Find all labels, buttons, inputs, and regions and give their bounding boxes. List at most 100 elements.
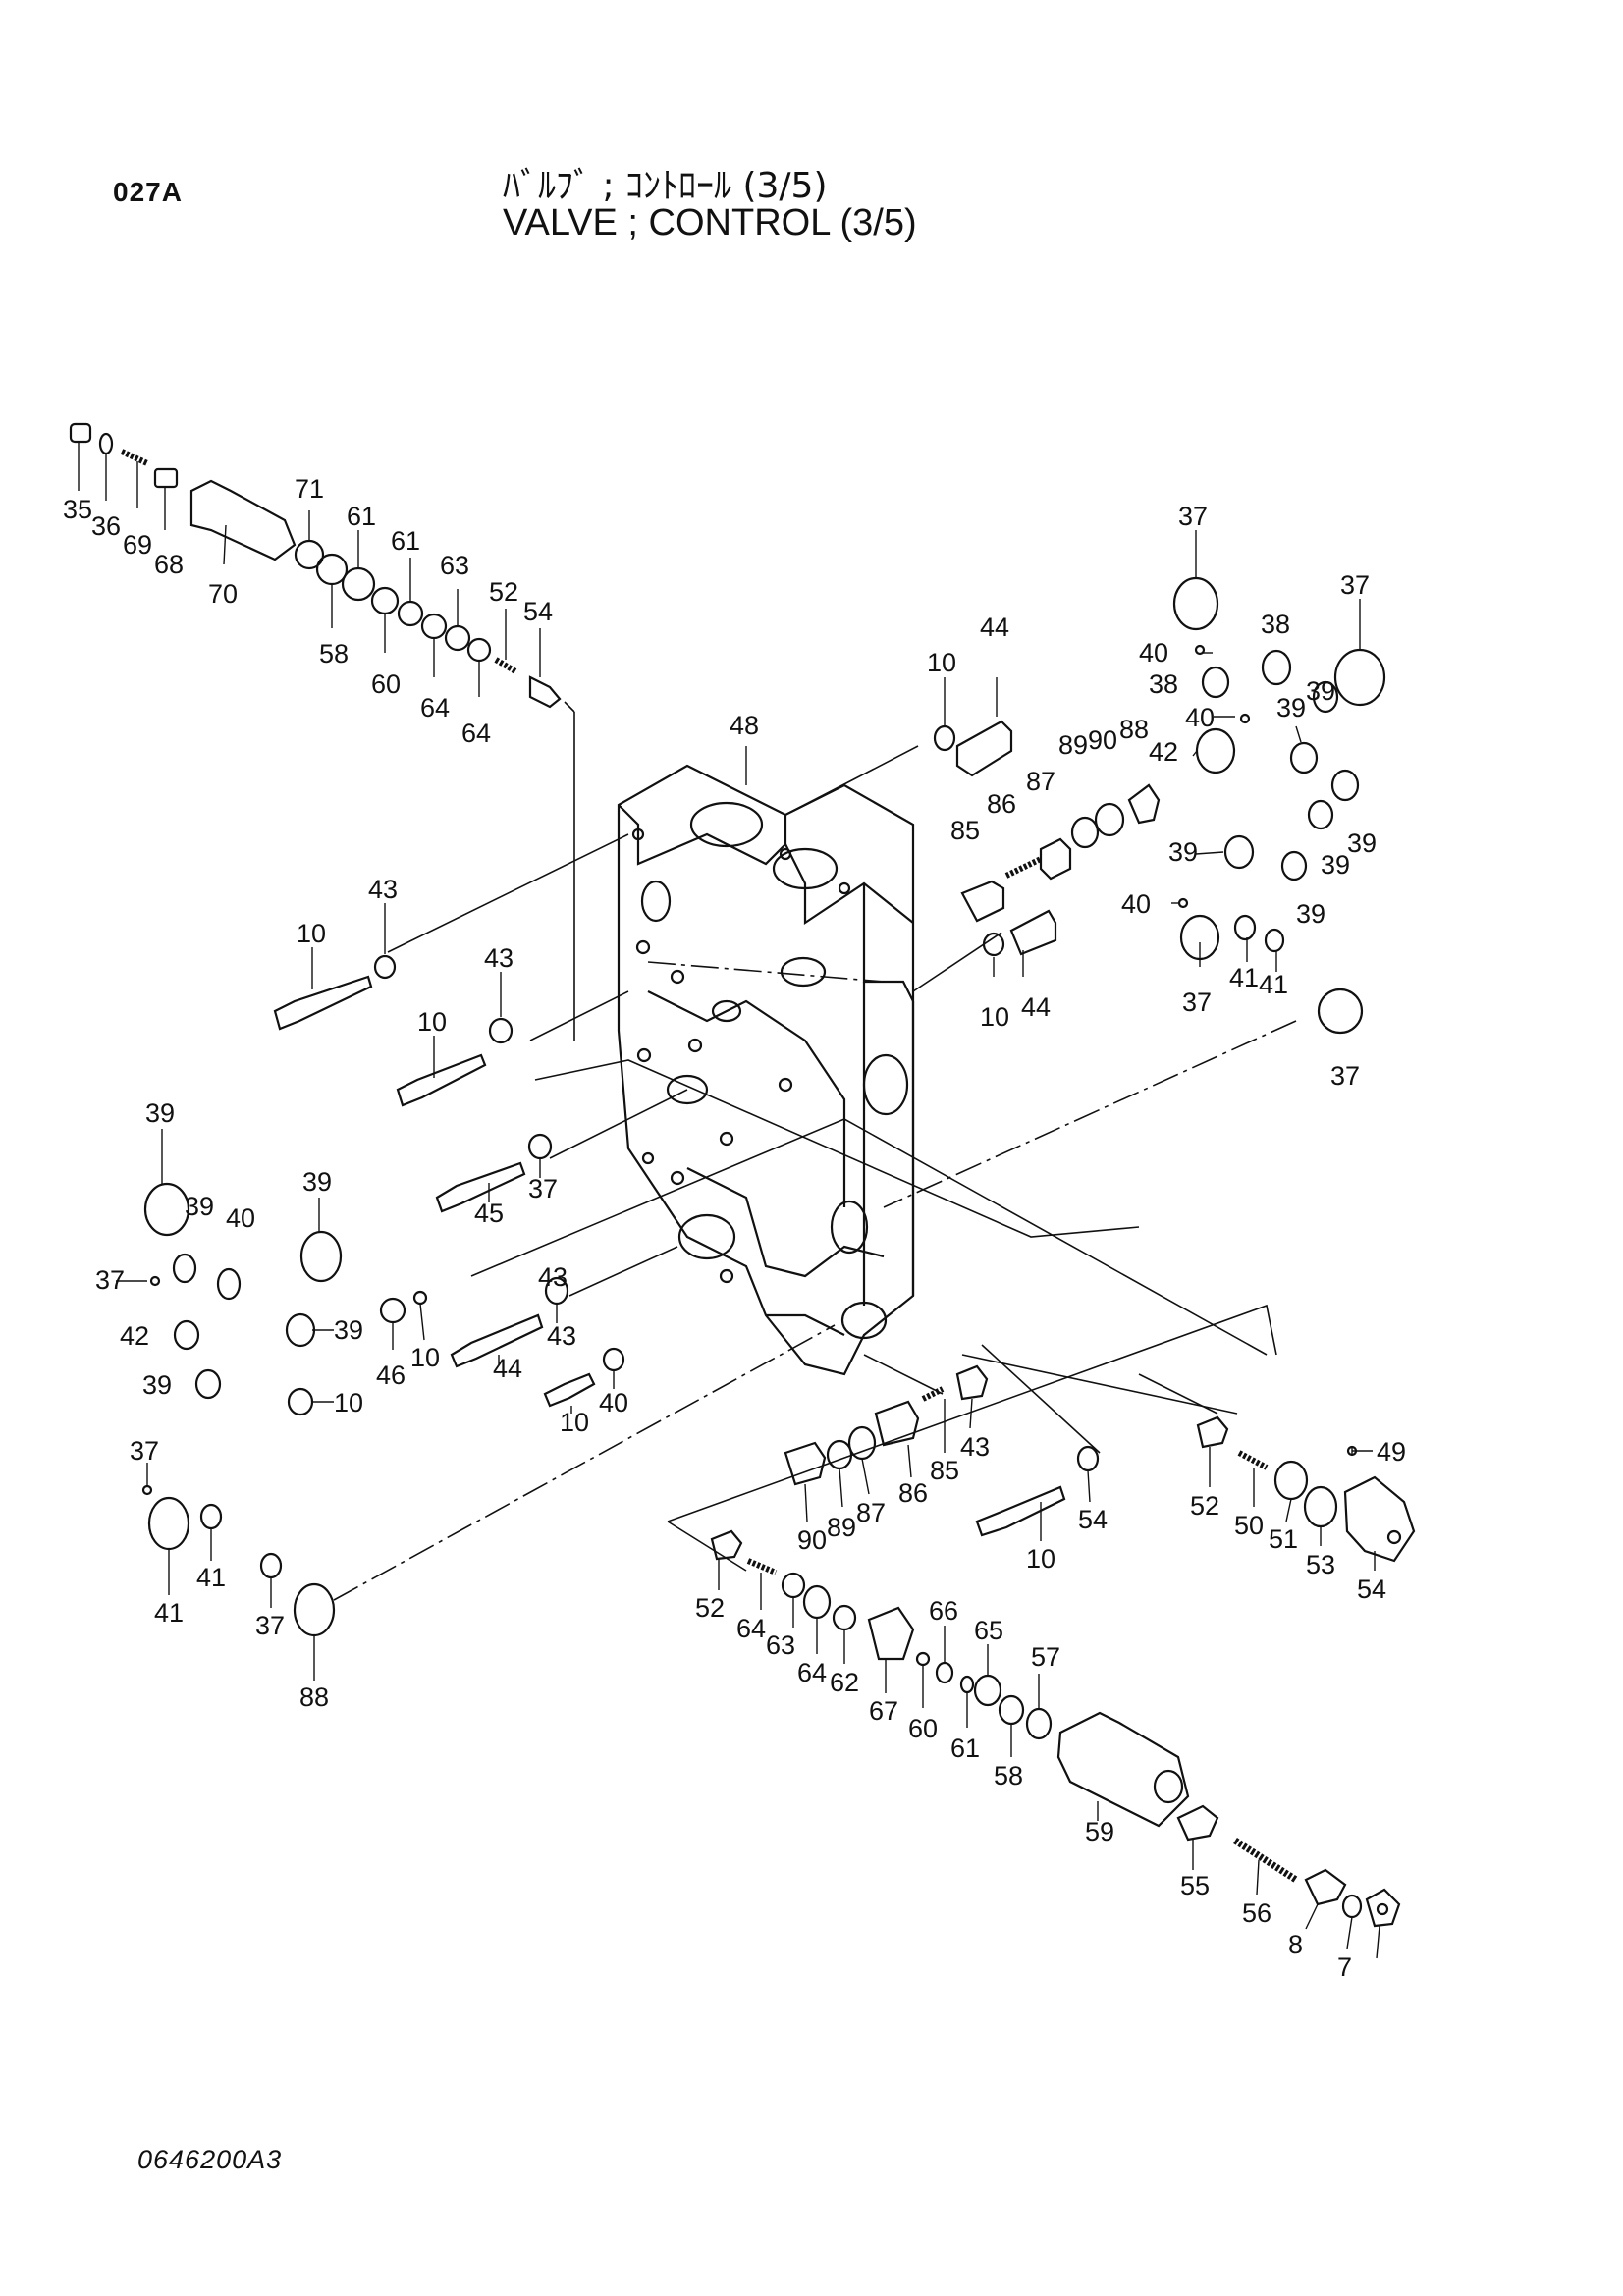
- callout-number: 85: [930, 1456, 959, 1485]
- callout-number: 10: [410, 1343, 440, 1372]
- callout-number: 50: [1234, 1511, 1264, 1540]
- callout-number: 64: [420, 693, 450, 722]
- callout-number: 39: [302, 1167, 332, 1197]
- callout-number: 41: [196, 1563, 226, 1592]
- callout-number: 37: [95, 1265, 125, 1295]
- callout-number: 37: [130, 1436, 159, 1466]
- left-bolts: [273, 954, 625, 1408]
- callout-number: 40: [599, 1388, 628, 1417]
- callout-number: 90: [797, 1525, 827, 1555]
- callout-number: 39: [1321, 850, 1350, 880]
- callout-number: 39: [1168, 837, 1198, 867]
- callout-number: 49: [1377, 1437, 1406, 1467]
- callout-number: 37: [1330, 1061, 1360, 1091]
- callout-number: 10: [1026, 1544, 1055, 1574]
- callout-number: 39: [142, 1370, 172, 1400]
- callout-number: 8: [1288, 1930, 1303, 1959]
- assembly-lines: [387, 701, 1277, 1572]
- callout-number: 10: [927, 648, 956, 677]
- drawing-number: 0646200A3: [137, 2145, 283, 2174]
- callout-number: 39: [1306, 676, 1335, 706]
- callout-number: 61: [391, 526, 420, 556]
- callout-number: 37: [255, 1611, 285, 1640]
- callout-number: 39: [334, 1315, 363, 1345]
- callout-number: 89: [1058, 730, 1088, 760]
- callout-number: 65: [974, 1616, 1003, 1645]
- valve-body: [617, 764, 915, 1376]
- callout-number: 10: [980, 1002, 1009, 1032]
- callout-labels: 35 36 69 68 70 71 58 61 61 60 63 64 64 5…: [63, 474, 1406, 1982]
- callout-number: 10: [560, 1408, 589, 1437]
- callout-number: 86: [987, 789, 1016, 819]
- callout-number: 59: [1085, 1817, 1114, 1846]
- callout-number: 37: [1340, 570, 1370, 600]
- callout-number: 55: [1180, 1871, 1210, 1900]
- right-spool-assembly: [933, 720, 1161, 957]
- title-japanese: ﾊﾞﾙﾌﾞ ; ｺﾝﾄﾛｰﾙ (3/5): [503, 166, 828, 206]
- callout-number: 69: [123, 530, 152, 560]
- callout-number: 37: [1178, 502, 1208, 531]
- callout-number: 43: [547, 1321, 576, 1351]
- page-code: 027A: [113, 177, 183, 207]
- callout-number: 61: [950, 1734, 980, 1763]
- callout-number: 45: [474, 1199, 504, 1228]
- callout-number: 35: [63, 495, 92, 524]
- callout-number: 54: [523, 597, 553, 626]
- callout-number: 88: [1119, 715, 1149, 744]
- callout-number: 39: [145, 1098, 175, 1128]
- callout-number: 39: [1276, 693, 1306, 722]
- callout-number: 88: [299, 1682, 329, 1712]
- callout-number: 41: [154, 1598, 184, 1628]
- callout-number: 44: [1021, 992, 1051, 1022]
- callout-number: 43: [368, 875, 398, 904]
- callout-number: 71: [295, 474, 324, 504]
- callout-number: 64: [797, 1658, 827, 1687]
- callout-number: 40: [1185, 703, 1215, 732]
- top-left-relief-assembly: [69, 422, 562, 709]
- title-english: VALVE ; CONTROL (3/5): [503, 202, 917, 243]
- callout-number: 10: [417, 1007, 447, 1037]
- callout-number: 51: [1269, 1524, 1298, 1554]
- callout-number: 44: [980, 613, 1009, 642]
- callout-number: 58: [994, 1761, 1023, 1790]
- callout-number: 86: [898, 1478, 928, 1508]
- callout-number: 61: [347, 502, 376, 531]
- callout-number: 37: [1182, 988, 1212, 1017]
- lower-spool-assembly: [784, 1364, 1100, 1537]
- callout-number: 43: [484, 943, 514, 973]
- callout-number: 42: [120, 1321, 149, 1351]
- centerlines: [333, 961, 1297, 1601]
- callout-number: 56: [1242, 1898, 1271, 1928]
- callout-number: 89: [827, 1513, 856, 1542]
- callout-number: 43: [538, 1262, 568, 1292]
- callout-number: 57: [1031, 1642, 1060, 1672]
- callout-number: 60: [908, 1714, 938, 1743]
- callout-number: 64: [736, 1614, 766, 1643]
- callout-number: 52: [489, 577, 518, 607]
- callout-number: 68: [154, 550, 184, 579]
- callout-number: 52: [1190, 1491, 1219, 1521]
- callout-number: 10: [334, 1388, 363, 1417]
- callout-number: 48: [730, 711, 759, 740]
- callout-number: 62: [830, 1668, 859, 1697]
- callout-number: 64: [461, 719, 491, 748]
- callout-number: 10: [297, 919, 326, 948]
- callout-number: 39: [1296, 899, 1325, 929]
- callout-number: 38: [1149, 669, 1178, 699]
- callout-number: 39: [1347, 828, 1377, 858]
- callout-number: 90: [1088, 725, 1117, 755]
- callout-number: 41: [1259, 970, 1288, 999]
- callout-number: 52: [695, 1593, 725, 1623]
- callout-number: 67: [869, 1696, 898, 1726]
- leader-lines: [78, 442, 1380, 1959]
- callout-number: 87: [856, 1498, 886, 1527]
- callout-number: 70: [208, 579, 238, 609]
- callout-number: 53: [1306, 1550, 1335, 1579]
- bottom-relief-valve: [1056, 1711, 1401, 1928]
- callout-number: 66: [929, 1596, 958, 1626]
- callout-number: 85: [950, 816, 980, 845]
- callout-number: 39: [185, 1192, 214, 1221]
- callout-number: 44: [493, 1354, 522, 1383]
